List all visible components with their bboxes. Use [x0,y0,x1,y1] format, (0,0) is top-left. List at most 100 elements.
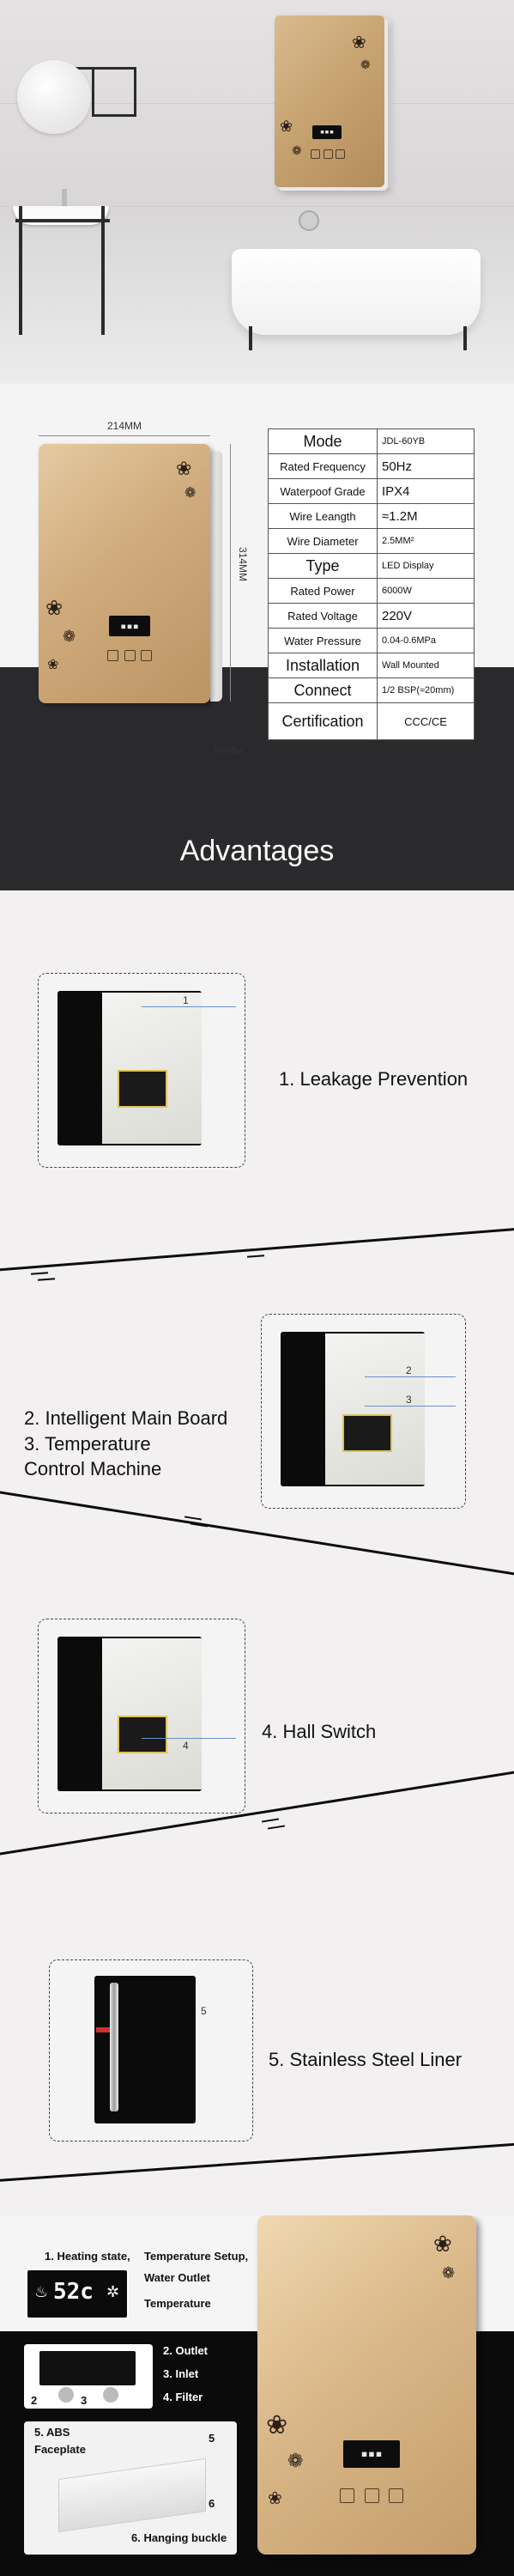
callout-number: 5 [209,2432,215,2445]
label-heating-state: 1. Heating state, [45,2250,130,2263]
spec-key: Rated Frequency [268,453,378,479]
wall-valve [299,210,319,231]
spec-key: Wire Diameter [268,528,378,554]
lcd-module [118,1716,167,1753]
spec-value: 50Hz [377,453,475,479]
divider-tick [246,1255,265,1258]
callout-number: 3 [406,1394,412,1406]
steel-liner-tube [110,1983,118,2111]
power-icon [107,650,118,661]
callout-number: 3 [81,2394,88,2407]
round-mirror [17,60,91,134]
diagonal-divider [0,1221,514,1275]
callout-number: 6 [209,2497,215,2510]
display-closeup: ♨ 52c ✲ [26,2269,129,2319]
heating-element [96,2027,110,2032]
spec-key: Mode [268,428,378,454]
label-inlet: 3. Inlet [163,2367,199,2380]
label-filter: 4. Filter [163,2391,203,2403]
plus-icon[interactable] [389,2488,403,2503]
spec-value: JDL-60YB [377,428,475,454]
label-hanging-buckle: 6. Hanging buckle [131,2531,227,2544]
inlet-pipe [103,2387,118,2403]
spec-value: IPX4 [377,478,475,504]
heater-display: ▪▪▪ [312,125,342,139]
feature-title-1: 1. Leakage Prevention [279,1068,469,1090]
spec-value: LED Display [377,553,475,579]
flower-decoration-icon: ❀ [268,2489,282,2508]
feature-title-4: 5. Stainless Steel Liner [269,2049,463,2070]
flower-decoration-icon: ❀ [45,597,63,620]
width-dimension-line [39,435,210,436]
flower-decoration-icon: ❁ [442,2264,456,2281]
label-water-outlet: Water Outlet [144,2271,210,2284]
flower-decoration-icon: ❀ [352,33,366,52]
callout-number: 2 [31,2394,38,2407]
flower-decoration-icon: ❀ [433,2231,452,2257]
heater-side-panel [210,451,222,702]
sink-stand-leg [101,206,105,335]
feature-title-2: 2. Intelligent Main Board 3. Temperature… [24,1406,227,1482]
heater-side-panel [384,19,393,187]
water-heater-product: ❀ ❁ ❀ ❁ ❀ ▪▪▪ [39,444,210,703]
spec-row: Wire Leangth≈1.2M [268,503,475,529]
spec-key: Installation [268,653,378,678]
divider-tick [37,1278,56,1281]
bathtub-leg [463,326,467,350]
circuit-board [102,1638,202,1789]
snowflake-icon: ✲ [106,2283,120,2300]
heater-buttons [107,650,152,661]
features-section: 1 1. Leakage Prevention 2 3 2. Intellige… [0,890,514,2215]
minus-icon[interactable] [364,2488,379,2503]
sink-stand-leg [19,206,22,335]
plus-icon [141,650,152,661]
circuit-board [325,1334,425,1485]
heater-bottom-view [39,2351,136,2385]
internal-view-image [57,991,202,1145]
callout-number: 2 [406,1364,412,1376]
label-outlet: 2. Outlet [163,2344,209,2357]
flower-decoration-icon: ❁ [63,628,76,645]
feature-title-3: 4. Hall Switch [262,1721,377,1742]
height-dimension-line [230,444,231,702]
heater-display: ▪▪▪ [343,2440,400,2468]
heater-buttons[interactable] [340,2488,403,2503]
flower-decoration-icon: ❀ [47,658,59,672]
width-label: 214MM [107,420,142,432]
feature-card-1: 1 [38,973,245,1168]
diagonal-divider [0,2136,514,2185]
spec-key: Water Pressure [268,628,378,653]
label-temperature: Temperature [144,2297,211,2310]
faceplate-photo: 5. ABS Faceplate 5 6 6. Hanging buckle [24,2421,237,2555]
hero-bathroom-image: ❀ ❁ ❀ ❁ ▪▪▪ [0,0,514,384]
flower-decoration-icon: ❀ [176,458,192,479]
sink-stand [15,219,110,222]
bathtub [232,249,481,335]
spec-key: Type [268,553,378,579]
divider-tick [261,1818,280,1823]
minus-icon [323,149,333,159]
circuit-board [102,993,202,1144]
wall-tile-line [0,103,514,104]
callout-number: 5 [201,2005,207,2017]
divider-tick [267,1825,286,1830]
spec-key: Connect [268,677,378,703]
flower-decoration-icon: ❁ [184,486,197,501]
lcd-module [342,1414,392,1452]
spec-value: 0.04-0.6MPa [377,628,475,653]
liner-view-image [94,1976,196,2123]
power-icon[interactable] [340,2488,354,2503]
product-details-section: 1. Heating state, Temperature Setup, Wat… [0,2215,514,2576]
water-heater-product: ❀ ❁ ❀ ❁ ▪▪▪ [275,15,384,187]
callout-line [142,1738,236,1739]
